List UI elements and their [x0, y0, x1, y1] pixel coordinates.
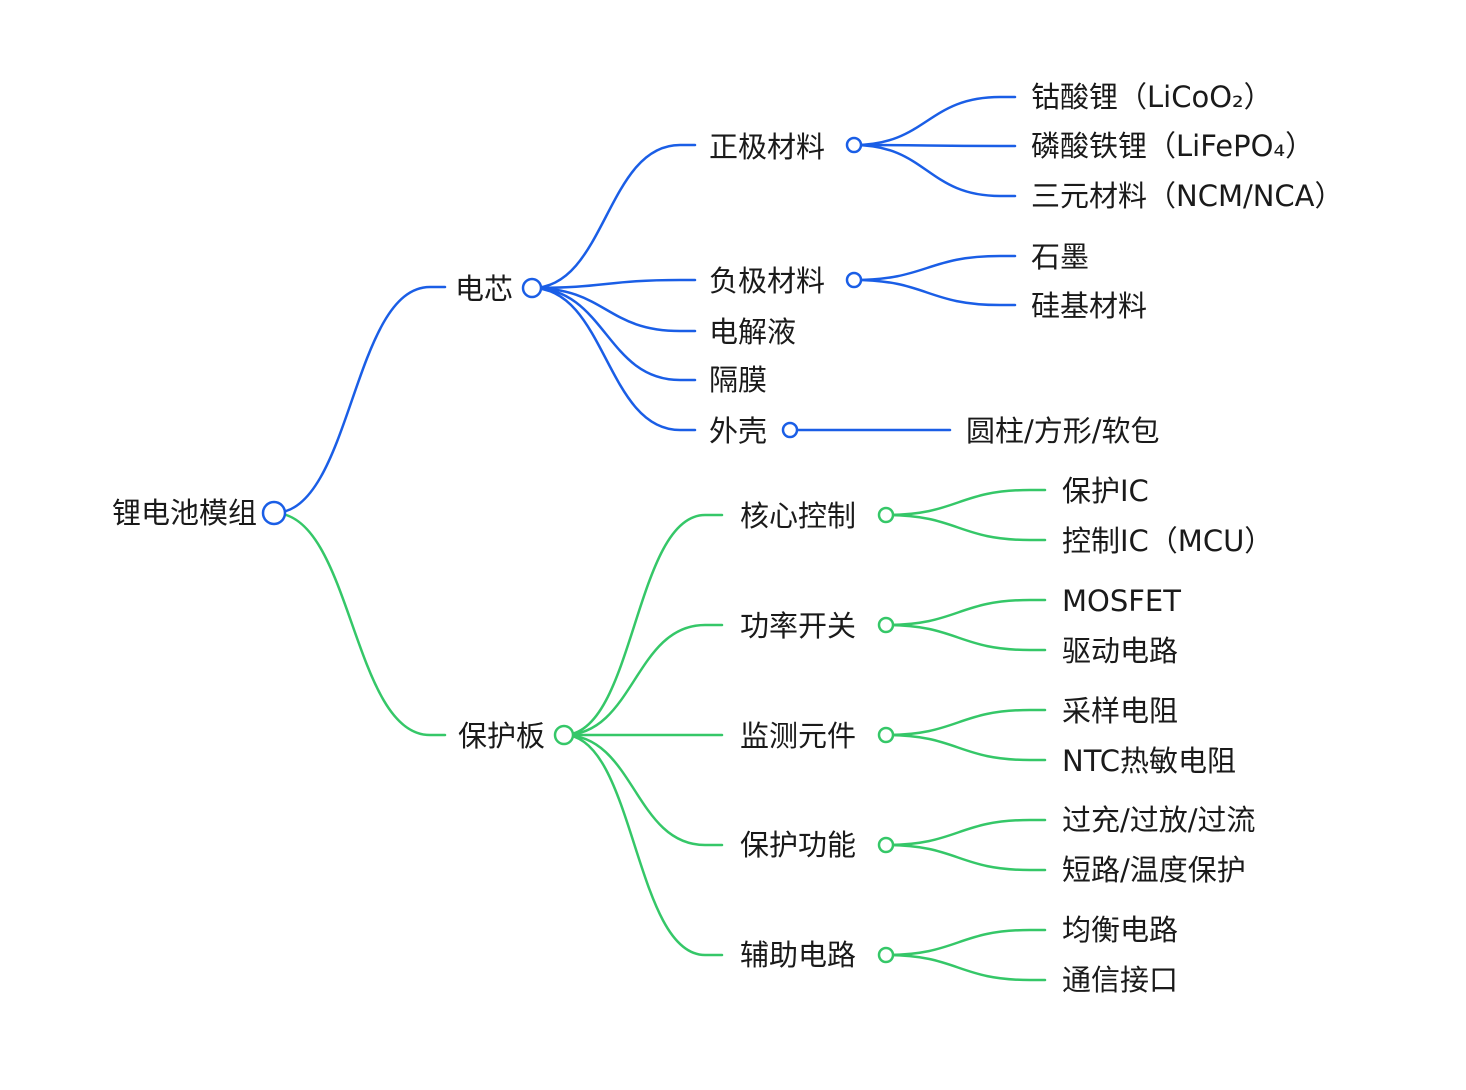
link-cathode-leaf-2: [852, 143, 1017, 198]
link-anode-leaf-1: [852, 278, 1017, 307]
leaf-licoo2: 钴酸锂（LiCoO₂）: [1031, 80, 1273, 114]
leaf-graphite: 石墨: [1031, 240, 1090, 274]
leaf-ternary: 三元材料（NCM/NCA）: [1031, 179, 1344, 213]
bms-sub-node-circle-3: [877, 836, 895, 854]
link-cathode-leaf-0: [852, 95, 1017, 147]
leaf-shunt: 采样电阻: [1062, 694, 1179, 728]
link-root-bms: [272, 511, 447, 737]
node-monitoring: 监测元件: [740, 719, 857, 753]
node-core-control: 核心控制: [740, 499, 857, 533]
node-separator: 隔膜: [709, 363, 768, 397]
bms-sub-node-circle-1: [877, 616, 895, 634]
leaf-comm: 通信接口: [1062, 963, 1179, 997]
casing-node-circle: [781, 421, 799, 439]
node-anode: 负极材料: [709, 264, 826, 298]
link-root-cell: [272, 285, 447, 515]
link-bms-group0-leaf-0: [884, 488, 1047, 517]
link-bms-switch: [562, 623, 724, 737]
link-cell-cathode: [530, 143, 697, 290]
node-protection-functions: 保护功能: [740, 828, 857, 862]
leaf-short-temp: 短路/温度保护: [1062, 853, 1246, 887]
link-bms-group4-leaf-0: [884, 928, 1047, 957]
branch-label-bms: 保护板: [457, 719, 545, 753]
link-bms-group3-leaf-1: [884, 843, 1047, 872]
link-cell-casing: [530, 286, 697, 432]
leaf-lifepo4: 磷酸铁锂（LiFePO₄）: [1031, 129, 1315, 163]
link-bms-protect: [562, 733, 724, 847]
link-bms-group1-leaf-0: [884, 598, 1047, 627]
link-bms-core: [562, 513, 724, 737]
cathode-node-circle: [845, 136, 863, 154]
bms-sub-node-circle-0: [877, 506, 895, 524]
node-power-switch: 功率开关: [740, 609, 857, 643]
leaf-driver: 驱动电路: [1062, 634, 1179, 668]
link-bms-group0-leaf-1: [884, 513, 1047, 542]
link-bms-group2-leaf-1: [884, 733, 1047, 762]
node-electrolyte: 电解液: [709, 315, 797, 349]
link-bms-group1-leaf-1: [884, 623, 1047, 652]
link-anode-leaf-0: [852, 254, 1017, 282]
link-cell-electrolyte: [530, 286, 697, 333]
link-bms-group4-leaf-1: [884, 953, 1047, 982]
link-bms-group2-leaf-0: [884, 708, 1047, 737]
link-cell-separator: [530, 286, 697, 382]
cell-node-circle: [521, 277, 543, 299]
link-bms-group3-leaf-0: [884, 818, 1047, 847]
leaf-casing-types: 圆柱/方形/软包: [966, 414, 1160, 448]
leaf-ntc: NTC热敏电阻: [1062, 744, 1236, 778]
root-node-circle: [261, 500, 287, 526]
root-node-label: 锂电池模组: [111, 496, 257, 530]
leaf-silicon: 硅基材料: [1031, 289, 1148, 323]
leaf-control-ic: 控制IC（MCU）: [1062, 524, 1274, 558]
node-auxiliary: 辅助电路: [740, 938, 857, 972]
bms-sub-node-circle-2: [877, 726, 895, 744]
node-cathode: 正极材料: [709, 130, 826, 164]
link-bms-aux: [562, 733, 724, 957]
bms-node-circle: [553, 724, 575, 746]
link-cell-anode: [530, 278, 697, 290]
leaf-over-protection: 过充/过放/过流: [1062, 803, 1256, 837]
anode-node-circle: [845, 271, 863, 289]
leaf-protection-ic: 保护IC: [1062, 474, 1149, 508]
bms-sub-node-circle-4: [877, 946, 895, 964]
link-cathode-leaf-1: [852, 143, 1017, 148]
leaf-mosfet: MOSFET: [1062, 584, 1181, 618]
branch-label-cell: 电芯: [454, 272, 513, 306]
leaf-balancing: 均衡电路: [1062, 913, 1179, 947]
node-casing: 外壳: [709, 414, 768, 448]
